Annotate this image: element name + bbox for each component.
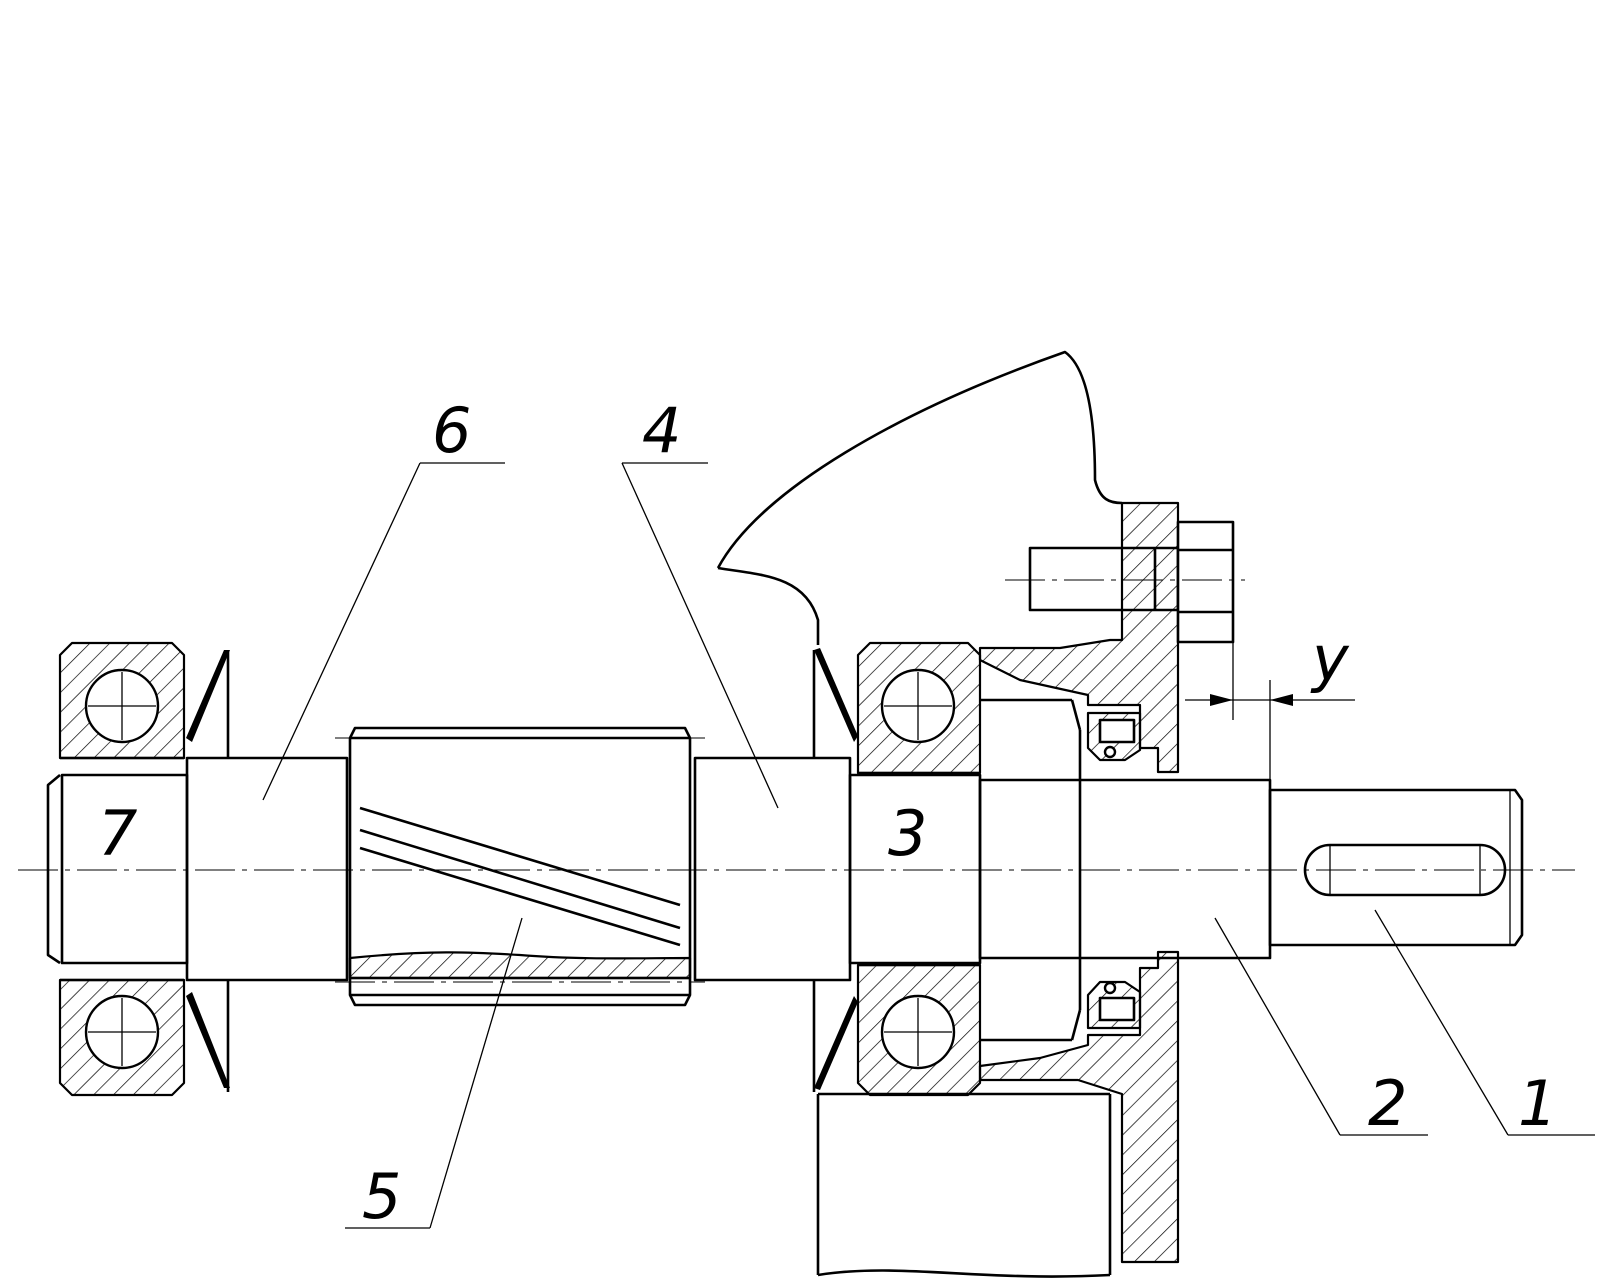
callout-label-6: 6	[432, 394, 471, 467]
callout-2: 2	[1214, 917, 1428, 1140]
output-shaft-end	[1268, 788, 1524, 947]
callout-label-7: 7	[98, 797, 137, 870]
callout-1: 1	[1374, 909, 1595, 1140]
shaft-section-4	[693, 756, 852, 982]
callout-label-3: 3	[888, 797, 927, 870]
spring-washer-right	[812, 648, 858, 1092]
bearing-7	[46, 641, 186, 1097]
bolt	[1005, 520, 1245, 644]
callout-4: 4	[621, 394, 779, 809]
helical-gear	[335, 726, 705, 1007]
callout-label-5: 5	[362, 1160, 401, 1233]
lip-seal-upper	[1086, 711, 1142, 762]
bearing-cover	[978, 501, 1180, 1264]
callout-label-2: 2	[1368, 1067, 1407, 1140]
gap-dimension: y	[1185, 622, 1355, 780]
lip-seal-lower	[1086, 980, 1142, 1030]
callout-5: 5	[345, 917, 523, 1233]
callout-6: 6	[262, 394, 505, 801]
shaft	[60, 756, 1524, 982]
gap-label-y: y	[1310, 622, 1350, 695]
shaft-section-6	[185, 756, 349, 982]
callout-label-1: 1	[1518, 1067, 1557, 1140]
callout-label-4: 4	[642, 394, 681, 467]
spring-washer-left	[186, 650, 230, 1092]
shaft-section-2	[978, 778, 1272, 960]
bearing-3	[856, 641, 982, 1097]
